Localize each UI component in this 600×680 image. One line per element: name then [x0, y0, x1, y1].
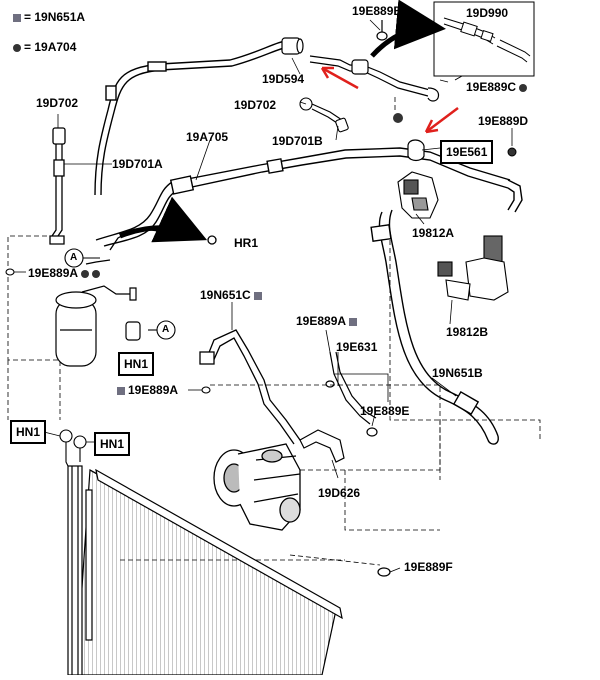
oring-19e889a-left [5, 268, 15, 276]
label-hr1: HR1 [234, 236, 259, 250]
nut-hn1 [59, 429, 87, 471]
label-19e889a-left-text: 19E889A [28, 266, 79, 280]
legend-square-entry: = 19N651A [10, 10, 85, 24]
receiver-drier [55, 285, 141, 367]
label-19e889c: 19E889C [466, 80, 530, 94]
legend-square-icon [349, 317, 358, 326]
red-arrow-icon [424, 107, 459, 134]
legend-circle-icon [13, 43, 21, 52]
condenser [67, 465, 343, 676]
label-19e631: 19E631 [336, 340, 378, 354]
label-19n651c-text: 19N651C [200, 288, 251, 302]
label-hn1-a: HN1 [118, 352, 155, 376]
label-19e889a-low: 19E889A [114, 383, 178, 397]
label-19e889b: 19E889B [352, 4, 403, 18]
inset-19d990 [433, 1, 535, 81]
label-19d594: 19D594 [262, 72, 305, 86]
legend-square-icon [253, 291, 262, 300]
bracket-19d626 [299, 429, 345, 463]
label-19e889f: 19E889F [404, 560, 453, 574]
line-19e631 [325, 351, 378, 437]
label-19e889a-low-text: 19E889A [128, 383, 179, 397]
label-19d701a: 19D701A [112, 157, 163, 171]
label-19e889a-mid-text: 19E889A [296, 314, 347, 328]
label-19n651b: 19N651B [432, 366, 483, 380]
hose-19n651c [199, 329, 301, 445]
label-hn1-b: HN1 [10, 420, 47, 444]
arrow-to-inset [370, 0, 446, 58]
label-hn1-c: HN1 [94, 432, 131, 456]
label-19n651c: 19N651C [200, 288, 265, 302]
red-arrow-icon [320, 66, 359, 90]
label-19e889e: 19E889E [360, 404, 410, 418]
hose-19n651b [370, 209, 499, 445]
label-19d701b: 19D701B [272, 134, 323, 148]
oring-19e889b [376, 20, 388, 41]
legend-circle-icon [519, 83, 528, 92]
legend-circle-entry: = 19A704 [10, 40, 76, 54]
legend-circle-icon [393, 113, 403, 123]
label-19e889a-mid: 19E889A [296, 314, 360, 328]
legend-square-icon [13, 13, 21, 22]
fitting-19d702-mid [299, 97, 349, 133]
legend-square-icon [117, 386, 125, 395]
line-19d701a [49, 127, 66, 245]
callout-a-upper: A [70, 252, 78, 263]
label-19812a: 19812A [412, 226, 455, 240]
switch-19812b [437, 235, 509, 301]
callout-a-lower: A [162, 324, 170, 335]
label-19e889d: 19E889D [478, 114, 529, 128]
label-19d702-left: 19D702 [36, 96, 79, 110]
label-19d990: 19D990 [466, 6, 509, 20]
label-19d702-mid: 19D702 [234, 98, 277, 112]
label-19e889a-left: 19E889A [28, 266, 92, 280]
legend-circle-code: 19A704 [34, 40, 77, 54]
fitting-19e561 [407, 139, 425, 162]
oring-19e889f [377, 567, 391, 577]
oring-19e889a-low [201, 386, 211, 394]
arrow-to-hr1 [119, 196, 208, 243]
legend-square-code: 19N651A [34, 10, 86, 24]
callout-circle-icon [64, 248, 176, 340]
label-19e561: 19E561 [440, 140, 494, 164]
legend-circle-icon [81, 269, 90, 278]
label-19e889c-text: 19E889C [466, 80, 517, 94]
label-19a705: 19A705 [186, 130, 229, 144]
compressor [213, 443, 301, 531]
line-19a705-upper [94, 39, 293, 196]
switch-19812a [397, 171, 439, 219]
fitting-19d594 [281, 37, 440, 102]
leader-lines [14, 19, 513, 573]
label-19812b: 19812B [446, 325, 489, 339]
label-19d626: 19D626 [318, 486, 361, 500]
